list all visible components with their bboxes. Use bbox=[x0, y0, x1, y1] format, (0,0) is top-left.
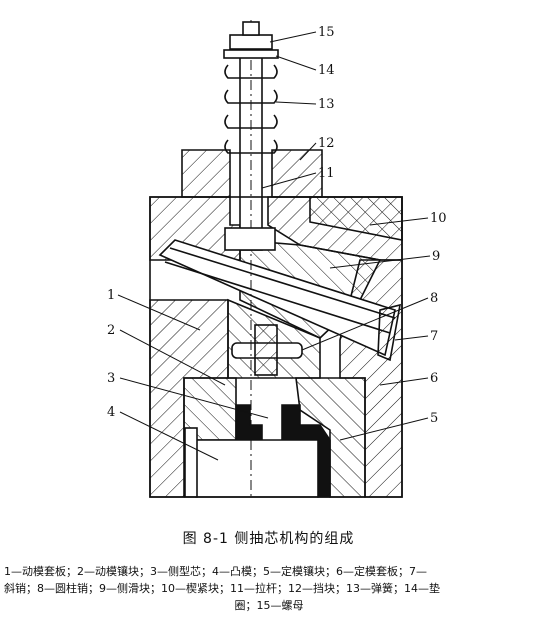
callout-2: 2 bbox=[107, 323, 115, 338]
mechanism-drawing: 15 14 13 12 11 10 9 8 7 6 5 1 2 3 4 bbox=[107, 20, 447, 500]
callout-7: 7 bbox=[430, 329, 438, 344]
callout-12: 12 bbox=[318, 136, 335, 151]
callout-1: 1 bbox=[107, 288, 115, 303]
callout-8: 8 bbox=[430, 291, 438, 306]
callout-9: 9 bbox=[432, 249, 440, 264]
spring bbox=[224, 64, 278, 154]
callout-6: 6 bbox=[430, 371, 438, 386]
legend-line: 斜销；8—圆柱销；9—侧滑块；10—楔紧块；11—拉杆；12—挡块；13—弹簧；… bbox=[4, 582, 440, 595]
callout-4: 4 bbox=[107, 405, 115, 420]
callout-11: 11 bbox=[318, 166, 335, 181]
callout-15: 15 bbox=[318, 25, 335, 40]
nut bbox=[229, 34, 273, 50]
stop-block bbox=[181, 149, 231, 198]
callout-5: 5 bbox=[430, 411, 438, 426]
callout-13: 13 bbox=[318, 97, 335, 112]
washer bbox=[223, 49, 279, 59]
callout-3: 3 bbox=[107, 371, 115, 386]
punch bbox=[195, 439, 319, 498]
legend-line: 1—动模套板；2—动模镶块；3—侧型芯；4—凸模；5—定模镶块；6—定模套板；7… bbox=[4, 565, 427, 578]
parts-legend: 1—动模套板；2—动模镶块；3—侧型芯；4—凸模；5—定模镶块；6—定模套板；7… bbox=[4, 563, 534, 614]
callout-10: 10 bbox=[430, 211, 447, 226]
legend-line: 圈；15—螺母 bbox=[234, 599, 304, 612]
callout-14: 14 bbox=[318, 63, 335, 78]
figure-caption: 图 8-1 侧抽芯机构的组成 bbox=[182, 531, 355, 547]
